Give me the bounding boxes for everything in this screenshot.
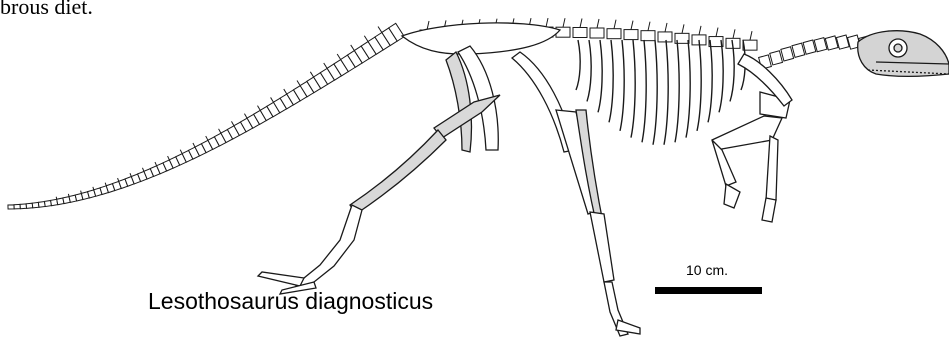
pelvis: [402, 23, 574, 152]
skull: [858, 31, 949, 77]
species-caption: Lesothosaurus diagnosticus: [148, 288, 433, 315]
scale-bar-line: [655, 287, 762, 294]
tail-vertebrae: [8, 23, 404, 209]
scale-bar-label: 10 cm.: [686, 262, 728, 278]
forelimb: [712, 92, 790, 222]
near-hind-limb: [556, 110, 640, 336]
rib-cage: [576, 40, 745, 145]
neck-vertebrae: [759, 35, 872, 69]
